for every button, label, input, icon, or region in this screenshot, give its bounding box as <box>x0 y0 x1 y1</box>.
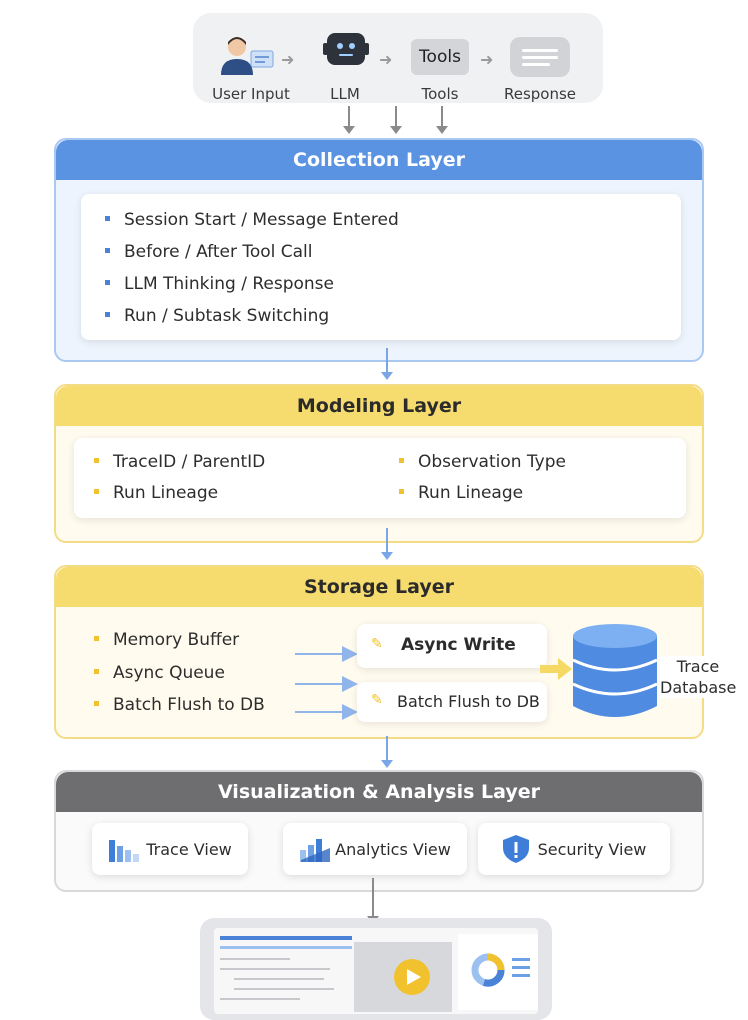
batch-flush-box: ✎ Batch Flush to DB <box>357 682 547 722</box>
security-view-label: Security View <box>537 839 647 859</box>
flow-arrows <box>295 646 358 720</box>
collection-layer: Collection Layer Session Start / Message… <box>54 138 704 362</box>
modeling-layer-title: Modeling Layer <box>56 386 702 426</box>
dashboard-screen <box>214 928 538 1014</box>
down-arrow-icon <box>343 106 355 134</box>
visualization-layer: Visualization & Analysis Layer Trace Vie… <box>54 770 704 892</box>
tools-box: Tools <box>411 39 469 75</box>
user-input-node <box>219 35 275 81</box>
list-item: Async Queue <box>94 663 225 683</box>
collection-events-card: Session Start / Message Entered Before /… <box>81 194 681 340</box>
response-label: Response <box>503 85 577 103</box>
db-label-line: Trace <box>676 657 720 676</box>
database-icon <box>572 624 658 717</box>
down-arrow-icon <box>390 106 402 134</box>
down-arrow-icon <box>381 348 393 380</box>
llm-node <box>323 27 369 73</box>
modeling-card: TraceID / ParentID Run Lineage Observati… <box>74 438 686 518</box>
down-arrow-icon <box>381 528 393 560</box>
bolt-icon: ✎ <box>371 692 383 708</box>
batch-flush-label: Batch Flush to DB <box>397 692 540 711</box>
list-item: Before / After Tool Call <box>105 242 313 262</box>
donut-chart-icon <box>471 953 505 987</box>
trace-database-label: Trace Database <box>660 656 736 698</box>
list-item: Run Lineage <box>399 483 523 503</box>
arrow-right-icon: ➜ <box>379 50 393 69</box>
tools-label: Tools <box>421 85 459 103</box>
analytics-view-label: Analytics View <box>335 839 451 859</box>
security-view-button[interactable]: Security View <box>478 823 670 875</box>
list-item: LLM Thinking / Response <box>105 274 334 294</box>
list-item: Batch Flush to DB <box>94 695 265 715</box>
arrow-right-icon: ➜ <box>281 50 295 69</box>
list-item: Run / Subtask Switching <box>105 306 329 326</box>
modeling-layer: Modeling Layer TraceID / ParentID Run Li… <box>54 384 704 543</box>
arrow-right-icon <box>540 658 572 680</box>
down-arrow-icon <box>367 878 379 924</box>
list-item: Memory Buffer <box>94 630 239 650</box>
async-write-label: Async Write <box>401 635 516 655</box>
list-item: Observation Type <box>399 452 566 472</box>
db-label-line: Database <box>660 678 737 697</box>
bolt-icon: ✎ <box>371 636 383 652</box>
list-item: Run Lineage <box>94 483 218 503</box>
analytics-icon <box>300 839 331 862</box>
list-item: TraceID / ParentID <box>94 452 265 472</box>
down-arrow-icon <box>436 106 448 134</box>
robot-icon <box>323 33 369 65</box>
analytics-view-button[interactable]: Analytics View <box>283 823 467 875</box>
arrow-right-icon: ➜ <box>480 50 494 69</box>
bar-chart-icon <box>109 840 140 862</box>
storage-layer-title: Storage Layer <box>56 567 702 607</box>
down-arrow-icon <box>381 736 393 768</box>
dashboard-preview <box>200 918 552 1020</box>
input-flow-bar: User Input ➜ LLM ➜ Tools Tools ➜ Respons… <box>193 13 603 103</box>
chat-bubble-icon <box>510 37 570 77</box>
user-icon <box>221 37 274 75</box>
collection-layer-title: Collection Layer <box>56 140 702 180</box>
shield-icon <box>502 835 529 863</box>
trace-view-label: Trace View <box>146 839 232 859</box>
async-write-box: ✎ Async Write <box>357 624 547 668</box>
visualization-layer-title: Visualization & Analysis Layer <box>56 772 702 812</box>
list-item: Session Start / Message Entered <box>105 210 399 230</box>
user-input-label: User Input <box>212 85 290 103</box>
trace-view-button[interactable]: Trace View <box>92 823 248 875</box>
play-icon <box>394 959 430 995</box>
llm-label: LLM <box>330 85 360 103</box>
